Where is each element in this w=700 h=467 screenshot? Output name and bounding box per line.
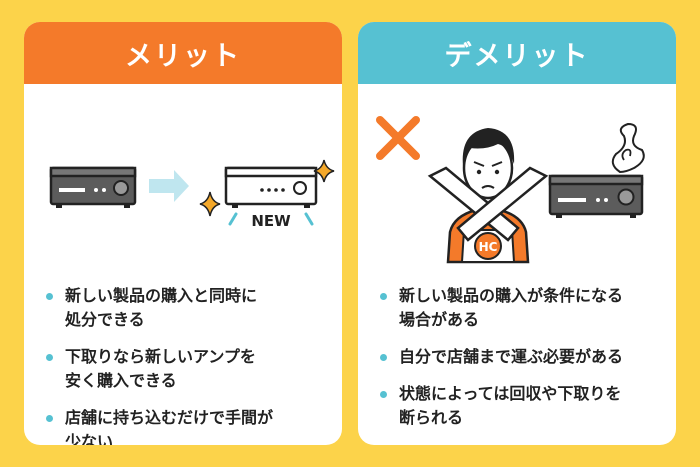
bullet-dot	[46, 354, 53, 361]
list-item: 自分で店舗まで運ぶ必要がある	[380, 345, 662, 369]
demerit-illustration: HC	[376, 116, 645, 264]
bullet-dot	[380, 391, 387, 398]
list-item: 店舗に持ち込むだけで手間が 少ない	[46, 406, 328, 445]
sparkle-icon	[313, 159, 335, 183]
list-item: 新しい製品の購入が条件になる 場合がある	[380, 284, 662, 332]
demerit-title: デメリット	[358, 22, 676, 84]
broken-amplifier-icon	[548, 122, 645, 218]
cross-mark-icon	[376, 116, 420, 160]
list-item: 新しい製品の購入と同時に 処分できる	[46, 284, 328, 332]
person-badge: HC	[479, 240, 498, 254]
bullet-dot	[380, 293, 387, 300]
demerit-list: 新しい製品の購入が条件になる 場合がある 自分で店舗まで運ぶ必要がある 状態によ…	[380, 284, 662, 443]
merit-list: 新しい製品の購入と同時に 処分できる 下取りなら新しいアンプを 安く購入できる …	[46, 284, 328, 445]
sparkle-icon	[199, 191, 221, 217]
list-item: 下取りなら新しいアンプを 安く購入できる	[46, 345, 328, 393]
bullet-dot	[46, 293, 53, 300]
arrow-right-icon	[149, 170, 189, 202]
new-label: NEW	[251, 212, 291, 230]
new-amplifier-icon: NEW	[224, 166, 318, 230]
amplifier-icon	[49, 166, 137, 208]
merit-illustration: NEW	[49, 159, 335, 230]
merit-card: メリット NEW	[24, 22, 342, 445]
list-item: 状態によっては回収や下取りを 断られる	[380, 382, 662, 430]
merit-title: メリット	[24, 22, 342, 84]
bullet-dot	[46, 415, 53, 422]
bullet-dot	[380, 354, 387, 361]
person-crossed-arms-icon: HC	[427, 128, 549, 264]
demerit-card: デメリット HC	[358, 22, 676, 445]
